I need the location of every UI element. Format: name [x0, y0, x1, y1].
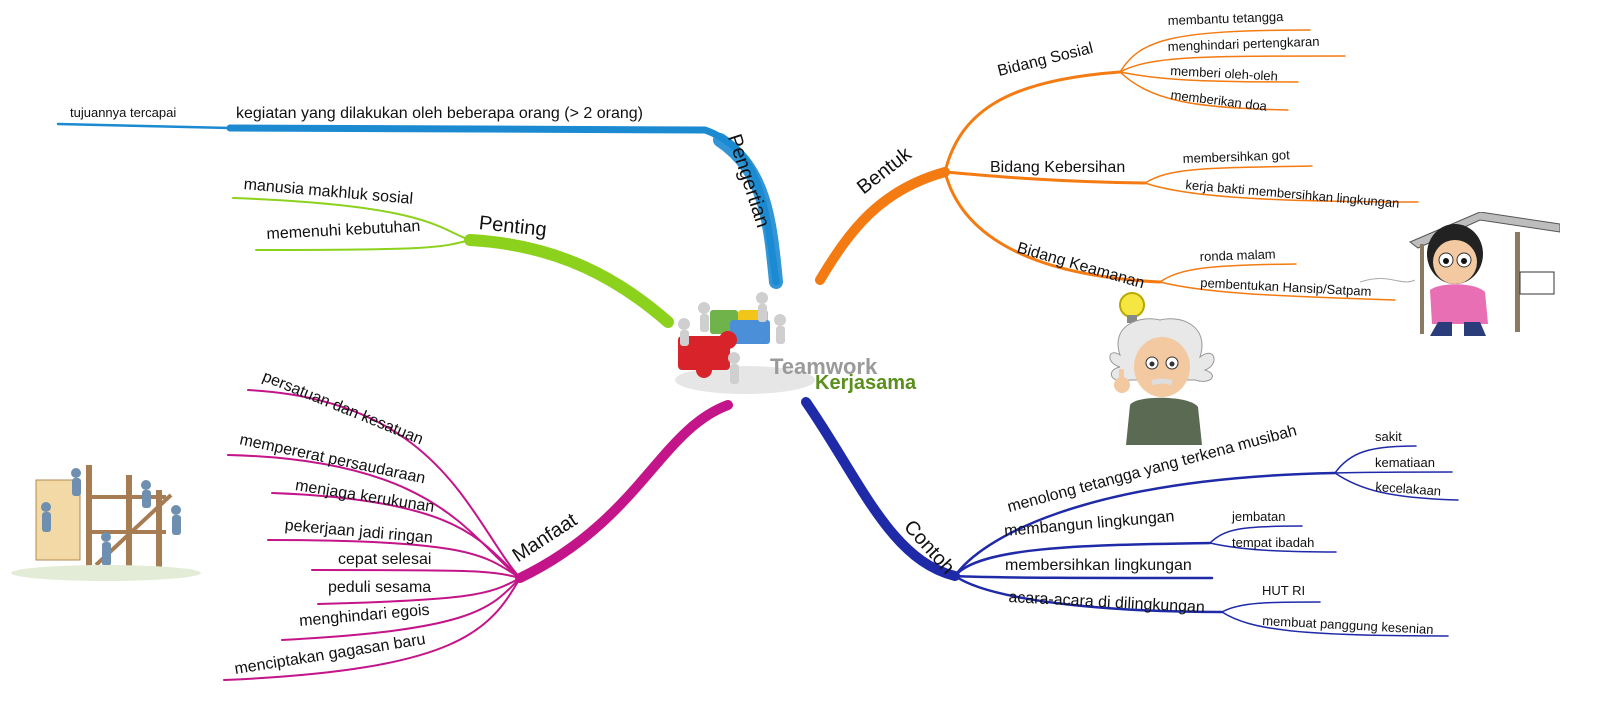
- contoh-membangun-item: tempat ibadah: [1232, 535, 1315, 550]
- branch-manfaat: [515, 400, 733, 583]
- center-node: [670, 280, 900, 410]
- ronda-guard-icon: [1359, 211, 1561, 337]
- einstein-idea-icon: [1100, 285, 1230, 445]
- branch-penting: [464, 234, 674, 328]
- bentuk-kebersihan-title: Bidang Kebersihan: [990, 159, 1126, 176]
- branch-contoh: [801, 397, 960, 581]
- contoh-membangun-item: jembatan: [1232, 509, 1286, 524]
- pengertian-item: tujuannya tercapai: [70, 105, 177, 120]
- bentuk-kebersihan-item: membersihkan got: [1182, 147, 1290, 166]
- contoh-membersihkan-title: membersihkan lingkungan: [1005, 557, 1192, 574]
- construction-workers-icon: [6, 455, 211, 585]
- bentuk-sosial-item: membantu tetangga: [1167, 8, 1284, 28]
- branch-pengertian: [226, 124, 780, 286]
- contoh-musibah-item: sakit: [1375, 429, 1402, 444]
- bentuk-keamanan-item: ronda malam: [1199, 246, 1276, 264]
- contoh-acara-item: HUT RI: [1262, 583, 1306, 598]
- manfaat-item: peduli sesama: [328, 579, 432, 596]
- branch-pengertian-tujuan: [56, 122, 232, 130]
- branch-bentuk: [815, 167, 950, 285]
- puzzle-teamwork-icon: [675, 292, 815, 394]
- center-title: Kerjasama: [815, 372, 917, 394]
- pengertian-item: kegiatan yang dilakukan oleh beberapa or…: [236, 105, 643, 122]
- contoh-musibah-item: kematiaan: [1375, 455, 1435, 470]
- manfaat-item: cepat selesai: [338, 551, 432, 568]
- center-brand: Teamwork: [770, 354, 878, 379]
